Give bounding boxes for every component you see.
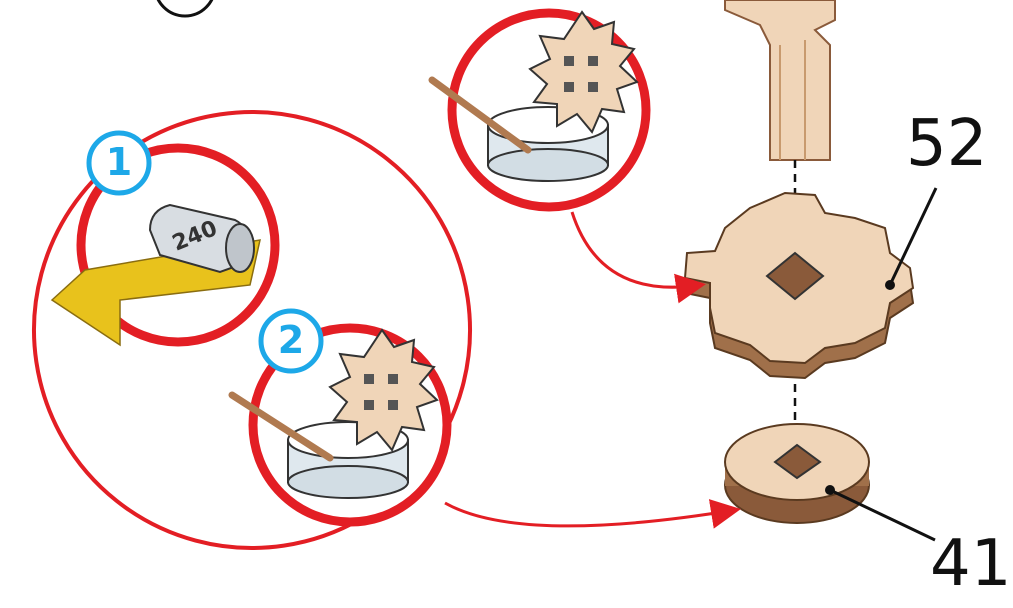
part-label-41: 41 bbox=[930, 532, 1011, 596]
leader-41 bbox=[830, 490, 935, 540]
ring-icon bbox=[725, 424, 869, 523]
leader-52 bbox=[890, 188, 936, 285]
part-label-52: 52 bbox=[906, 112, 987, 176]
glue-circle-upper bbox=[432, 12, 646, 207]
arrow-to-ring bbox=[445, 503, 735, 526]
step-number: 2 bbox=[150, 0, 173, 7]
step-badge-2: 2 bbox=[271, 321, 311, 359]
arrow-to-gear bbox=[572, 212, 700, 287]
dowel-icon bbox=[725, 0, 835, 160]
gear-part-52 bbox=[685, 193, 913, 378]
sandpaper-circle bbox=[52, 148, 275, 345]
step-badge-1: 1 bbox=[99, 143, 139, 181]
